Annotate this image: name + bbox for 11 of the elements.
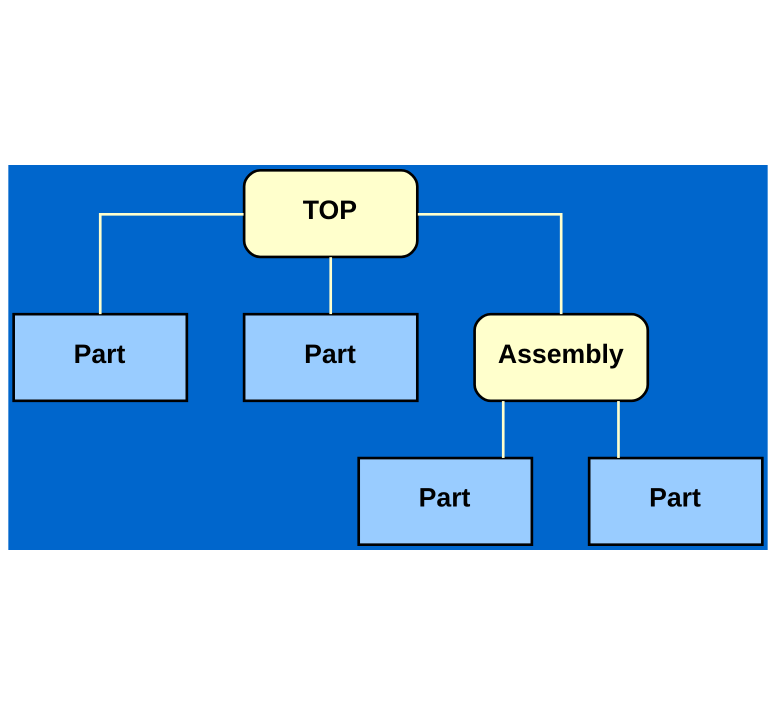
node-box: Part [357, 456, 534, 546]
node-box: Part [242, 312, 419, 402]
connector [98, 212, 244, 314]
connector [418, 212, 563, 314]
connector [502, 400, 505, 458]
connector [617, 400, 620, 458]
node-box: Part [12, 312, 188, 402]
node-box: Assembly [473, 312, 650, 402]
connector [329, 256, 332, 314]
node-box: TOP [242, 168, 419, 258]
node-box: Part [588, 456, 764, 546]
